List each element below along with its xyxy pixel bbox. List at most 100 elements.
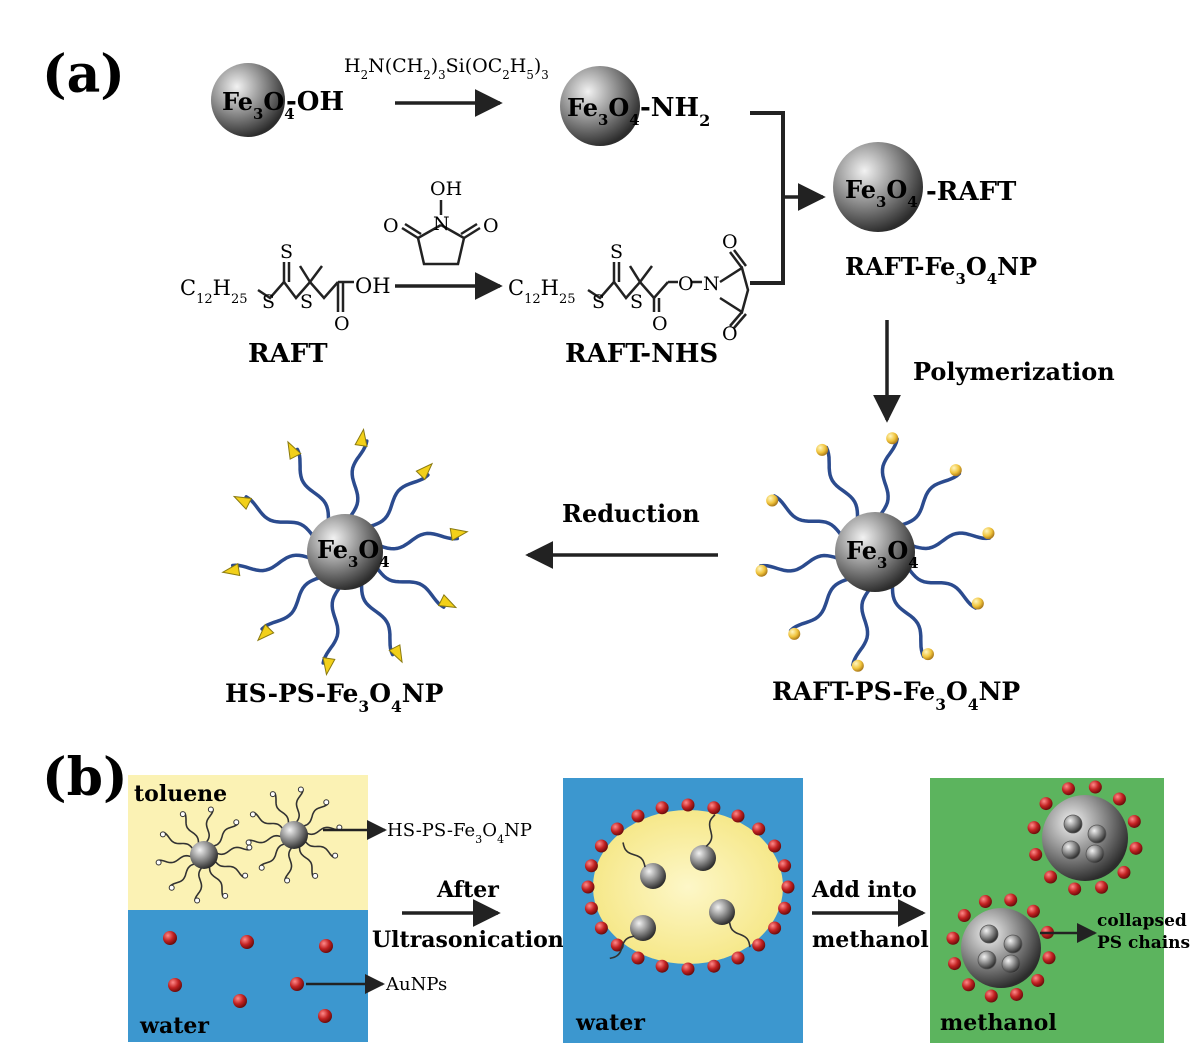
polymer-chain [788, 577, 851, 633]
polymer-chain [321, 585, 342, 665]
au-nanoparticle-icon [681, 962, 695, 976]
au-nanoparticle-icon [1004, 893, 1018, 907]
step1-line1: After [436, 877, 499, 903]
raft-end-group-icon [886, 432, 899, 445]
au-nanoparticle-icon [163, 931, 177, 945]
au-nanoparticle-icon [1095, 880, 1109, 894]
au-nanoparticle-icon [681, 798, 695, 812]
hs-ps-particle [221, 427, 469, 677]
au-nanoparticle-icon [1129, 841, 1143, 855]
raft-nhs-s2: S [610, 241, 623, 263]
au-nanoparticle-icon [1026, 904, 1040, 918]
au-nanoparticle-icon [1029, 848, 1043, 862]
polymer-chain [851, 587, 872, 667]
nhs-o-left: O [383, 215, 399, 237]
fe3o4-sphere-icon [211, 63, 285, 137]
au-nanoparticle-icon [240, 935, 254, 949]
fe3o4-raft-particle: Fe3O4 -RAFT [833, 142, 1017, 232]
emulsion-particles [581, 798, 795, 976]
raft-o: O [334, 313, 350, 335]
end-group-icon [242, 872, 249, 879]
polymer-chain [295, 447, 331, 522]
raft-end-group-icon [816, 443, 829, 456]
au-nanoparticle-icon [984, 989, 998, 1003]
polymer-chain [211, 823, 239, 848]
nhs-oh: OH [430, 178, 462, 200]
au-nanoparticles [163, 931, 333, 1023]
raft-end-group-icon [921, 648, 934, 661]
step2-line2: methanol [812, 927, 929, 953]
au-nanoparticle-icon [1039, 797, 1053, 811]
collapsed-ps-sphere-icon [1042, 795, 1128, 881]
au-nanoparticle-icon [319, 939, 333, 953]
polymer-chain [375, 566, 446, 609]
panel-b-label: (b) [42, 747, 128, 808]
fe3o4-sphere-icon [835, 512, 915, 592]
thiol-end-group-icon [449, 527, 469, 542]
polymer-chain [163, 831, 195, 851]
nhs-reagent [401, 200, 481, 266]
au-nanoparticle-icon [1042, 951, 1056, 965]
raft-nhs-ester-o: O [678, 273, 694, 295]
fe3o4-core-icon [977, 950, 997, 970]
au-nanoparticle-icon [778, 859, 792, 873]
polymer-chain [622, 842, 646, 868]
merge-bracket [750, 111, 785, 285]
end-group-icon [194, 897, 201, 904]
polymer-chain [758, 553, 840, 573]
raft-structure [257, 262, 354, 312]
fe3o4-sphere-icon [560, 66, 640, 146]
water-left-label: water [139, 1013, 209, 1039]
raft-alkyl: C12H25 [180, 276, 248, 307]
au-nanoparticle-icon [778, 901, 792, 915]
au-nanoparticle-icon [1010, 987, 1024, 1001]
end-group-icon [249, 811, 256, 818]
polymer-chain [609, 935, 635, 960]
au-nanoparticle-icon [957, 909, 971, 923]
fe3o4-core-icon [1061, 840, 1081, 860]
end-group-icon [159, 831, 166, 838]
au-nanoparticle-icon [233, 994, 247, 1008]
step2-line1: Add into [811, 877, 917, 903]
raft-end-group-icon [971, 597, 984, 610]
core-label: Fe3O4 [317, 535, 390, 571]
fe3o4-sphere-icon [280, 821, 308, 849]
raft-oh: OH [355, 274, 391, 298]
end-group-icon [284, 877, 291, 884]
collapsed-line2: PS chains [1097, 933, 1190, 953]
polymer-chain [169, 862, 197, 887]
polymer-chain [295, 789, 304, 824]
au-nanoparticle-icon [581, 880, 595, 894]
polymer-chain [205, 809, 214, 844]
au-nanoparticle-icon [594, 921, 608, 935]
end-group-icon [246, 844, 253, 851]
au-nanoparticle-icon [731, 809, 745, 823]
polymer-chain [907, 567, 978, 610]
end-group-icon [312, 872, 319, 879]
thiol-end-group-icon [388, 644, 403, 664]
fe3o4-core-icon [1063, 814, 1083, 834]
polymer-chain [772, 494, 843, 537]
thiol-end-group-icon [415, 462, 434, 481]
au-nanoparticle-icon [584, 901, 598, 915]
thiol-end-group-icon [287, 440, 302, 460]
au-nanoparticle-icon [631, 809, 645, 823]
fe3o4-particle-icon [709, 899, 735, 925]
oh-label: -OH [286, 87, 344, 117]
raft-nhs-s3: S [630, 291, 643, 313]
thiol-end-group-icon [322, 656, 336, 677]
au-nanoparticle-icon [752, 822, 766, 836]
au-nanoparticle-icon [290, 977, 304, 991]
raft-end-group-icon [851, 659, 864, 672]
au-nanoparticle-icon [168, 978, 182, 992]
silane-reagent: H2N(CH2)3Si(OC2H5)3 [344, 55, 549, 82]
raft-name: RAFT [248, 339, 328, 369]
polymer-chain [230, 553, 312, 573]
au-nanoparticle-icon [1088, 780, 1102, 794]
raft-end-group-icon [788, 627, 801, 640]
polymer-chain [244, 495, 315, 538]
raft-suffix-label: -RAFT [926, 177, 1017, 207]
au-nanoparticle-icon [655, 801, 669, 815]
au-nanoparticle-icon [1044, 870, 1058, 884]
